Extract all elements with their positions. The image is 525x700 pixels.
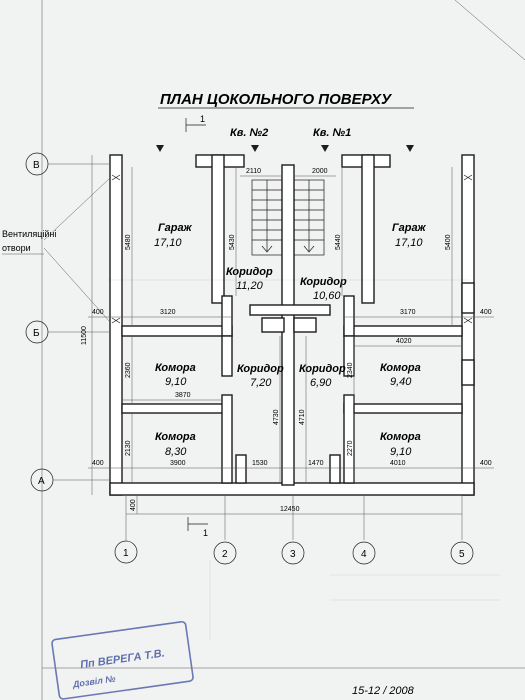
svg-text:2270: 2270 xyxy=(347,440,354,456)
room-area: 10,60 xyxy=(313,290,341,302)
room-name: Комора xyxy=(155,362,196,374)
room-area: 11,20 xyxy=(236,280,264,292)
svg-text:5400: 5400 xyxy=(445,234,452,250)
svg-text:В: В xyxy=(33,160,40,171)
room-area: 17,10 xyxy=(154,237,182,249)
axis-columns: 1 2 3 4 5 xyxy=(114,495,474,565)
svg-text:Б: Б xyxy=(33,328,40,339)
svg-text:3: 3 xyxy=(290,549,296,560)
svg-text:400: 400 xyxy=(480,460,492,467)
axis-row-b: Б xyxy=(25,320,110,344)
svg-text:2340: 2340 xyxy=(347,362,354,378)
svg-text:4020: 4020 xyxy=(396,338,412,345)
svg-text:400: 400 xyxy=(480,309,492,316)
room-area: 9,40 xyxy=(390,376,412,388)
svg-text:400: 400 xyxy=(92,460,104,467)
svg-text:1: 1 xyxy=(200,114,205,124)
room-name: Гараж xyxy=(392,222,427,234)
svg-text:Дозвіл №: Дозвіл № xyxy=(71,673,117,689)
svg-text:2110: 2110 xyxy=(246,168,261,175)
svg-text:отвори: отвори xyxy=(2,243,31,253)
room-area: 17,10 xyxy=(395,237,423,249)
room-name: Комора xyxy=(380,431,421,443)
room-name: Коридор xyxy=(299,363,346,375)
svg-text:11500: 11500 xyxy=(81,326,88,345)
svg-text:5440: 5440 xyxy=(335,234,342,250)
room-area: 9,10 xyxy=(390,446,412,458)
svg-text:5430: 5430 xyxy=(229,234,236,250)
vent-callout: Вентиляційні отвори xyxy=(2,177,111,323)
svg-text:1: 1 xyxy=(203,528,208,538)
section-mark-bottom: 1 xyxy=(187,517,208,538)
room-name: Комора xyxy=(155,431,196,443)
entrance-markers xyxy=(156,145,414,152)
dimensions: 2110 2000 5480 5430 5440 5400 400 3120 3… xyxy=(81,155,494,515)
svg-text:2360: 2360 xyxy=(125,362,132,378)
drawing-number: 15-12 / 2008 xyxy=(352,685,415,697)
svg-text:4710: 4710 xyxy=(299,409,306,425)
room-area: 8,30 xyxy=(165,446,187,458)
svg-text:3120: 3120 xyxy=(160,309,176,316)
faded-background-lines xyxy=(108,279,500,640)
room-labels: Гараж 17,10 Коридор 11,20 Коридор 10,60 … xyxy=(154,222,427,458)
room-name: Комора xyxy=(380,362,421,374)
room-name: Коридор xyxy=(226,266,273,278)
svg-text:2000: 2000 xyxy=(312,168,328,175)
svg-text:5: 5 xyxy=(459,549,465,560)
plan-title: ПЛАН ЦОКОЛЬНОГО ПОВЕРХУ xyxy=(160,91,393,108)
room-area: 6,90 xyxy=(310,377,332,389)
staircase-left xyxy=(251,179,283,256)
svg-text:4010: 4010 xyxy=(390,460,406,467)
room-name: Коридор xyxy=(300,276,347,288)
svg-text:2130: 2130 xyxy=(125,440,132,456)
svg-text:4730: 4730 xyxy=(273,409,280,425)
vent-hole-marks xyxy=(111,174,473,324)
axis-row-v: В xyxy=(25,152,110,176)
room-area: 9,10 xyxy=(165,376,187,388)
svg-text:4: 4 xyxy=(361,549,367,560)
svg-text:1: 1 xyxy=(123,548,129,559)
svg-text:400: 400 xyxy=(130,499,137,511)
apartment-label-2: Кв. №2 xyxy=(230,127,268,139)
apartment-label-1: Кв. №1 xyxy=(313,127,351,139)
axis-row-a: А xyxy=(30,468,110,492)
room-name: Коридор xyxy=(237,363,284,375)
svg-text:Вентиляційні: Вентиляційні xyxy=(2,229,56,239)
room-name: Гараж xyxy=(158,222,193,234)
svg-text:3900: 3900 xyxy=(170,460,186,467)
section-mark-top: 1 xyxy=(185,114,206,132)
svg-text:400: 400 xyxy=(92,309,104,316)
svg-text:5480: 5480 xyxy=(125,234,132,250)
sheet-fold-line xyxy=(454,0,525,61)
svg-text:Пп ВЕРЕГА Т.В.: Пп ВЕРЕГА Т.В. xyxy=(79,647,165,671)
svg-text:А: А xyxy=(38,476,45,487)
stamp: Пп ВЕРЕГА Т.В. Дозвіл № xyxy=(51,620,194,700)
svg-text:2: 2 xyxy=(222,549,228,560)
room-area: 7,20 xyxy=(250,377,272,389)
svg-text:3870: 3870 xyxy=(175,392,191,399)
walls xyxy=(109,154,475,496)
svg-text:1530: 1530 xyxy=(252,460,268,467)
svg-text:1470: 1470 xyxy=(308,460,324,467)
staircase-right xyxy=(293,179,325,256)
svg-text:12450: 12450 xyxy=(280,506,300,513)
svg-text:3170: 3170 xyxy=(400,309,416,316)
